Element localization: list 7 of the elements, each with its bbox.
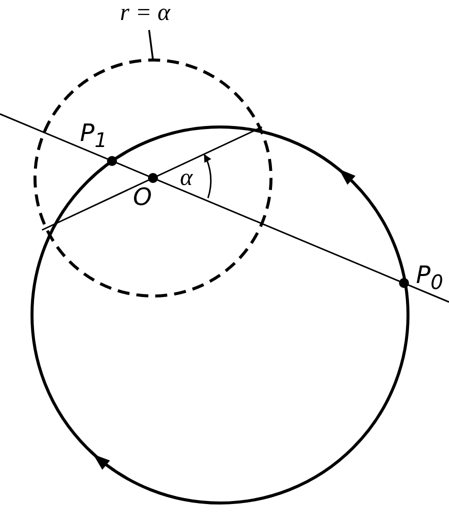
dashed-circle	[34, 58, 272, 298]
radius-label: r = α	[120, 0, 170, 26]
leader-line	[148, 30, 154, 60]
point-label: O	[133, 184, 152, 210]
angle-label: α	[180, 165, 193, 191]
point-label: P$_{0}$	[416, 262, 444, 295]
point-label: P$_{1}$	[80, 120, 108, 153]
